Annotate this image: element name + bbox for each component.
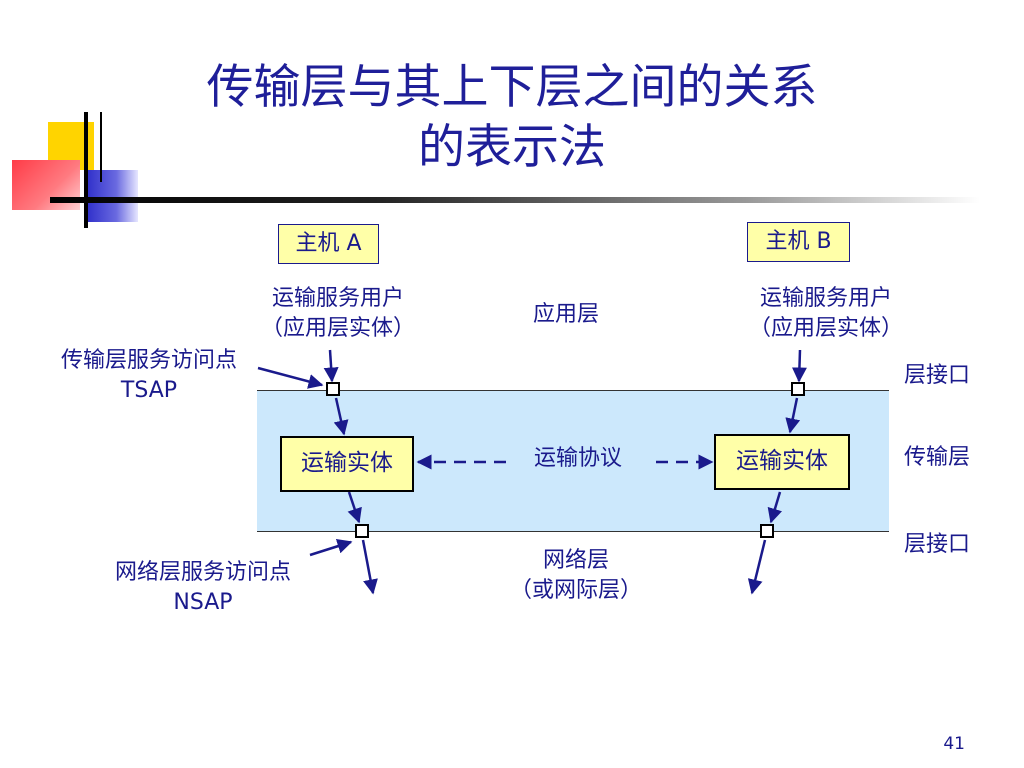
host-a-user-line-1: 运输服务用户 [271, 286, 404, 311]
transport-layer-label: 传输层 [904, 445, 971, 470]
slide-title: 传输层与其上下层之间的关系 的表示法 [80, 58, 944, 178]
interface-bottom-label: 层接口 [904, 532, 971, 557]
host-b-transport-entity: 运输实体 [714, 434, 850, 490]
arrow-nsap-a-down [361, 539, 378, 595]
title-line-2: 的表示法 [418, 120, 606, 175]
nsap-line-1: 网络层服务访问点 [114, 560, 291, 585]
host-b-user-line-1: 运输服务用户 [759, 286, 892, 311]
protocol-label: 运输协议 [516, 444, 640, 474]
arrow-user-a-to-tsap [323, 349, 339, 383]
nsap-a-point [355, 524, 369, 538]
host-a-transport-entity: 运输实体 [280, 436, 414, 492]
tsap-b-point [791, 382, 805, 396]
title-underline [50, 197, 980, 203]
decor-vertical-line [84, 112, 88, 228]
network-layer-label: 网络层 （或网际层） [476, 546, 676, 606]
host-b-label: 主机 B [747, 222, 850, 262]
host-b-user-line-2: （应用层实体） [748, 316, 903, 341]
tsap-label: 传输层服务访问点 TSAP [24, 346, 274, 406]
tsap-line-1: 传输层服务访问点 [60, 348, 237, 373]
arrow-nsap-b-down [747, 539, 767, 595]
tsap-a-point [326, 382, 340, 396]
nsap-line-2: NSAP [173, 590, 233, 615]
nsap-label: 网络层服务访问点 NSAP [78, 558, 328, 618]
host-b-service-user: 运输服务用户 （应用层实体） [726, 284, 926, 344]
host-a-user-line-2: （应用层实体） [260, 316, 415, 341]
nsap-b-point [760, 524, 774, 538]
tsap-line-2: TSAP [120, 378, 178, 403]
host-a-label: 主机 A [278, 224, 379, 264]
page-number: 41 [943, 734, 965, 754]
network-line-1: 网络层 [542, 548, 609, 573]
host-a-service-user: 运输服务用户 （应用层实体） [238, 284, 438, 344]
interface-top-label: 层接口 [904, 363, 971, 388]
arrow-nsap-pointer [309, 538, 353, 557]
network-line-2: （或网际层） [509, 578, 642, 603]
title-line-1: 传输层与其上下层之间的关系 [206, 60, 818, 115]
application-layer-label: 应用层 [532, 302, 599, 327]
arrow-user-b-to-tsap [791, 349, 807, 383]
decor-blue-square [84, 170, 138, 222]
decor-vertical-line-2 [100, 112, 102, 182]
